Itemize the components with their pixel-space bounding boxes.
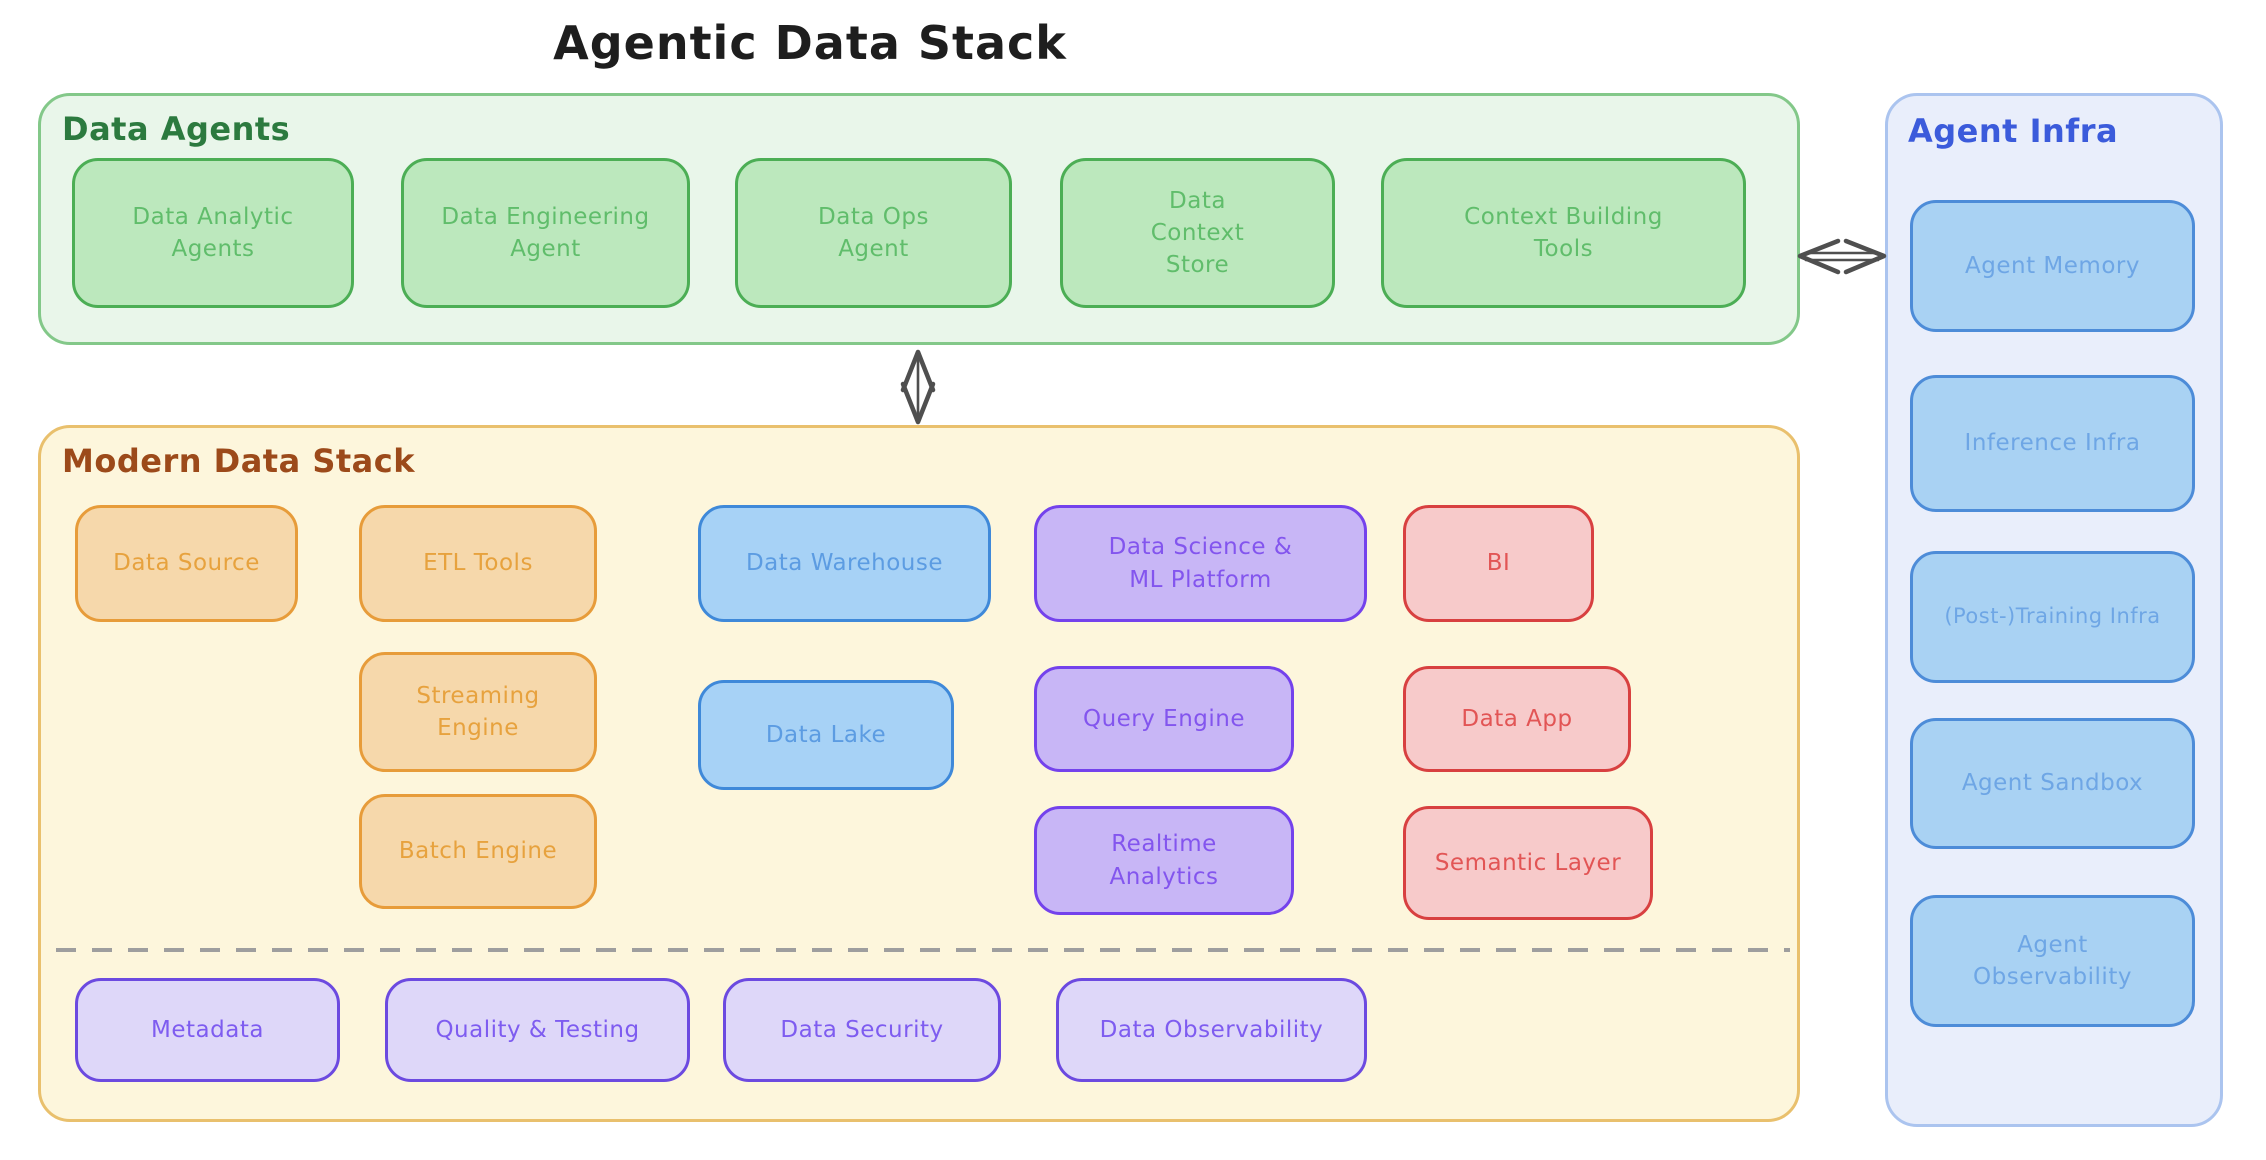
node-agent-sandbox: Agent Sandbox [1910, 718, 2195, 849]
node-streaming-engine: Streaming Engine [359, 652, 597, 772]
node-bi: BI [1403, 505, 1594, 622]
node-data-app: Data App [1403, 666, 1631, 772]
node-semantic-layer: Semantic Layer [1403, 806, 1653, 920]
node-data-context-store: Data Context Store [1060, 158, 1335, 308]
node-query-engine: Query Engine [1034, 666, 1294, 772]
node-data-security: Data Security [723, 978, 1001, 1082]
node-data-warehouse: Data Warehouse [698, 505, 991, 622]
data-agents-header: Data Agents [62, 110, 291, 148]
node-agent-memory: Agent Memory [1910, 200, 2195, 332]
vertical-double-arrow [900, 349, 936, 425]
modern-data-stack-header: Modern Data Stack [62, 442, 416, 480]
diagram-title: Agentic Data Stack [553, 16, 1067, 70]
node-batch-engine: Batch Engine [359, 794, 597, 909]
node-etl-tools: ETL Tools [359, 505, 597, 622]
node-data-lake: Data Lake [698, 680, 954, 790]
agent-infra-header: Agent Infra [1908, 112, 2119, 150]
horizontal-double-arrow [1797, 238, 1887, 275]
node-metadata: Metadata [75, 978, 340, 1082]
node-post-training-infra: (Post-)Training Infra [1910, 551, 2195, 683]
node-quality-testing: Quality & Testing [385, 978, 690, 1082]
node-realtime-analytics: Realtime Analytics [1034, 806, 1294, 915]
node-inference-infra: Inference Infra [1910, 375, 2195, 512]
node-data-ops-agent: Data Ops Agent [735, 158, 1012, 308]
node-data-engineering-agent: Data Engineering Agent [401, 158, 690, 308]
node-context-building-tools: Context Building Tools [1381, 158, 1746, 308]
node-data-observability: Data Observability [1056, 978, 1367, 1082]
node-agent-observability: Agent Observability [1910, 895, 2195, 1027]
node-data-source: Data Source [75, 505, 298, 622]
node-data-science-ml-platform: Data Science & ML Platform [1034, 505, 1367, 622]
node-data-analytic-agents: Data Analytic Agents [72, 158, 354, 308]
